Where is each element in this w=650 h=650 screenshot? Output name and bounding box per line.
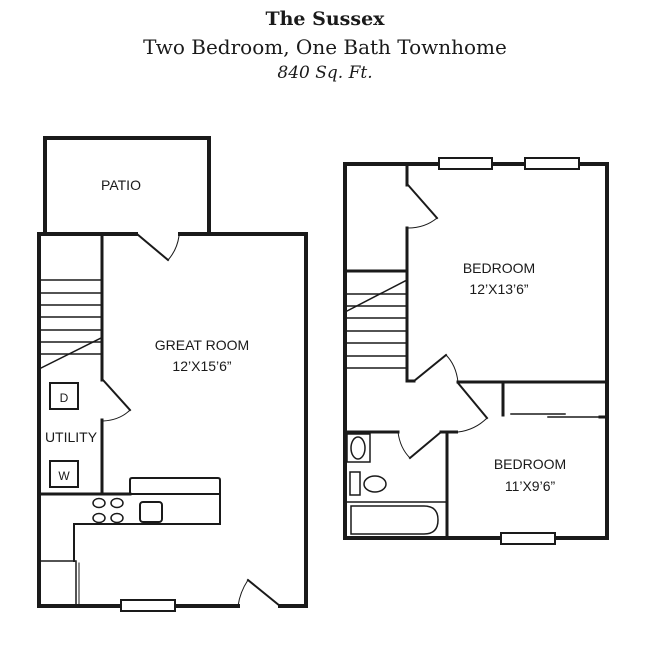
- great-room-label: GREAT ROOM: [155, 337, 249, 353]
- master-bedroom-label: BEDROOM: [463, 260, 535, 276]
- closet-door[interactable]: [406, 183, 439, 220]
- washer-label: W: [58, 469, 70, 483]
- first-floor: [37, 136, 308, 612]
- kitchen-counter: [73, 477, 221, 562]
- great-room-dimensions: 12’X15’6”: [172, 358, 231, 374]
- bedroom-2-dimensions: 11’X9’6”: [505, 478, 556, 494]
- patio-walls: [43, 136, 211, 234]
- bath-door[interactable]: [408, 430, 443, 460]
- bedroom-2-door[interactable]: [456, 381, 489, 420]
- dryer-label: D: [60, 391, 69, 405]
- stove-icon: [92, 497, 124, 524]
- bedroom-door[interactable]: [412, 353, 448, 383]
- window: [524, 157, 580, 170]
- plan-name: The Sussex: [265, 8, 385, 30]
- window: [438, 157, 493, 170]
- front-door[interactable]: [246, 578, 282, 608]
- washer: [49, 460, 79, 488]
- utility-door[interactable]: [101, 378, 132, 412]
- window: [120, 599, 176, 612]
- patio-label: PATIO: [101, 177, 141, 193]
- patio-door[interactable]: [135, 232, 170, 262]
- sink-icon: [139, 501, 163, 523]
- utility-label: UTILITY: [45, 429, 98, 445]
- dryer: [49, 382, 79, 410]
- sink-icon: [350, 436, 366, 460]
- toilet-icon: [363, 475, 387, 493]
- refrigerator: [40, 560, 77, 606]
- bathtub-icon: [350, 505, 439, 535]
- stairs-first-floor: [39, 279, 103, 370]
- stairs-second-floor: [345, 279, 407, 369]
- plan-subtitle: Two Bedroom, One Bath Townhome: [143, 35, 507, 59]
- toilet-tank: [349, 471, 361, 496]
- window: [500, 532, 556, 545]
- master-bedroom-dimensions: 12’X13’6”: [469, 281, 528, 297]
- second-floor: [343, 157, 609, 545]
- plan-area: 840 Sq. Ft.: [277, 63, 373, 83]
- bedroom-2-label: BEDROOM: [494, 456, 566, 472]
